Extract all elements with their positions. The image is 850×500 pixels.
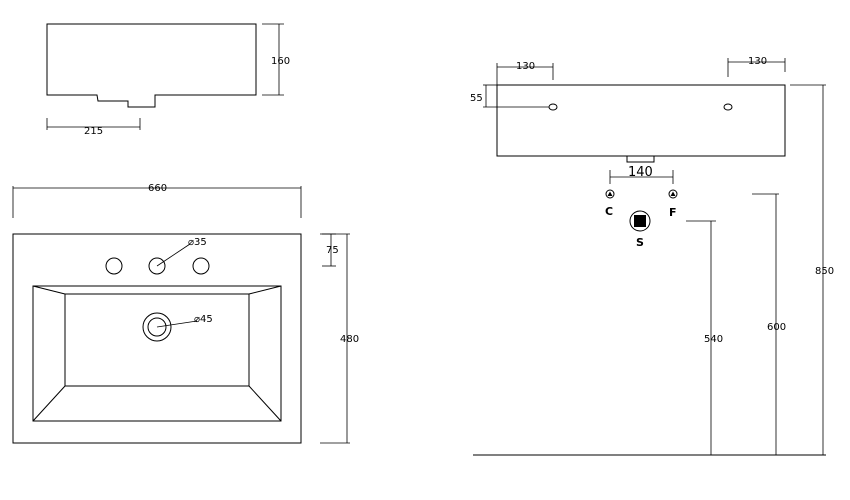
tap-offset-label: 75 [326,245,339,256]
right-offset-label: 130 [748,56,767,67]
fixing-hole-left [548,103,558,111]
bevel-line-br [248,385,282,422]
side-view-basin-outline [46,23,257,108]
fixing-hole-right [723,103,733,111]
tap-hole-dia-label: ⌀35 [188,237,207,248]
hot-supply-triangle-icon [670,191,676,196]
supply-spacing-label: 140 [628,165,653,180]
tap-hole-center [148,257,166,275]
bevel-line-tr [248,285,282,295]
tap-hole-right [192,257,210,275]
supply-height-label: 600 [767,322,786,333]
tap-hole-leader [156,243,191,267]
left-offset-label: 130 [516,61,535,72]
bracket-height-label: 55 [470,93,483,104]
bevel-line-bl [32,385,66,422]
cold-supply-icon [605,189,615,199]
top-width-label: 660 [148,183,167,194]
top-depth-label: 480 [340,334,359,345]
tap-hole-left [105,257,123,275]
cold-supply-label: C [605,205,613,218]
front-view: 130 130 55 140 C F S 540 [470,56,834,456]
cold-supply-triangle-icon [607,191,613,196]
top-view-bowl-outer [32,285,282,422]
waste-outlet-square-icon [634,215,646,227]
drain-leader [156,320,198,328]
top-view: 660 ⌀35 ⌀45 75 480 [12,183,359,444]
hot-supply-icon [668,189,678,199]
drain-inner-circle [147,317,167,337]
top-view-bowl-floor [64,293,250,387]
side-height-label: 160 [271,56,290,67]
bevel-line-tl [32,285,66,295]
waste-outlet-icon [629,210,651,232]
drain-outer-circle [142,312,172,342]
top-view-outer-rim [12,233,302,444]
waste-height-label: 540 [704,334,723,345]
side-depth-label: 215 [84,126,103,137]
side-view: 160 215 [46,23,290,137]
drain-dia-label: ⌀45 [194,314,213,325]
waste-outlet-label: S [636,236,644,249]
hot-supply-label: F [669,206,677,219]
front-view-drain-stub [626,155,655,163]
total-height-label: 850 [815,266,834,277]
front-view-basin-outline [496,84,786,157]
